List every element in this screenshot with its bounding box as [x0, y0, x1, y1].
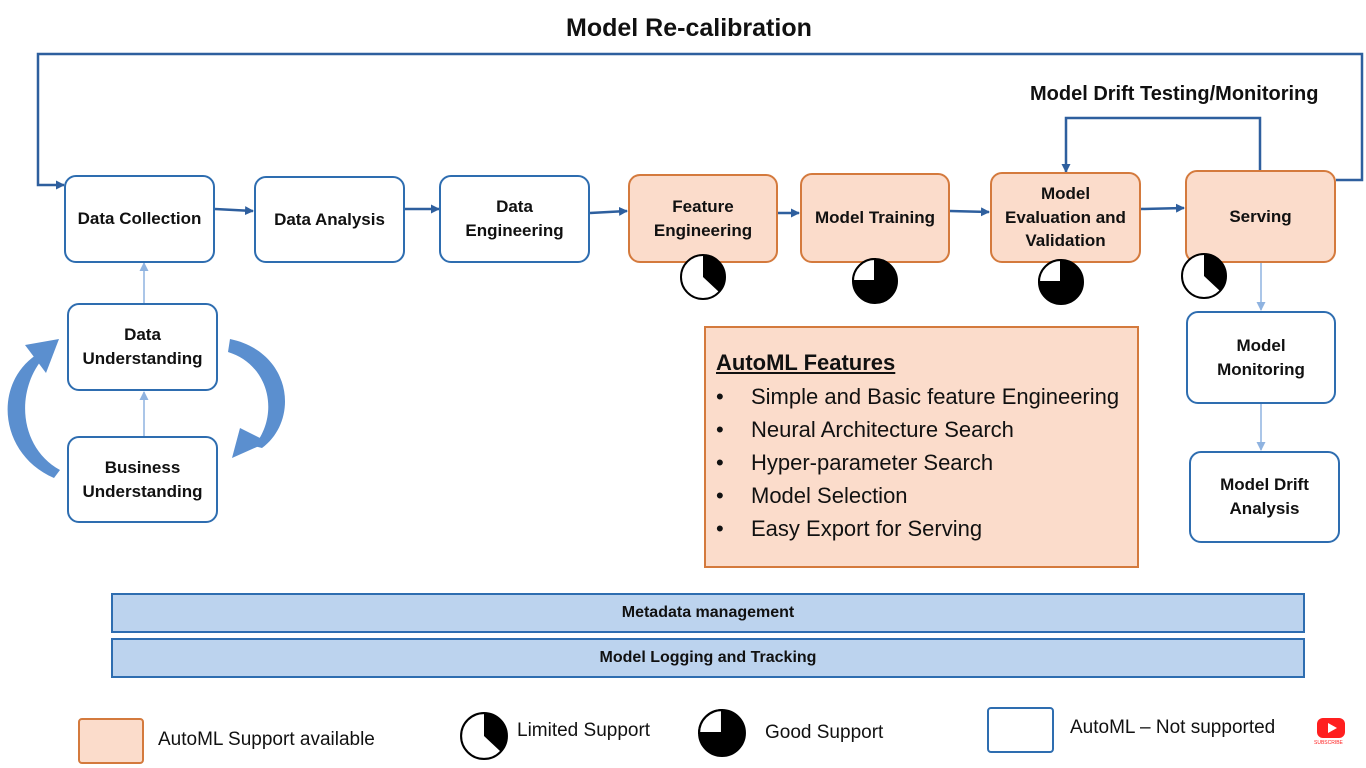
drift-monitoring-loop-line	[1061, 116, 1262, 173]
business-understanding-box: Business Understanding	[67, 436, 218, 523]
legend-good-support-label: Good Support	[765, 722, 884, 743]
legend-automl-available-label: AutoML Support available	[158, 729, 375, 750]
feature-item: Model Selection	[716, 479, 1127, 512]
model-monitoring-box: Model Monitoring	[1186, 311, 1336, 404]
arrow-engineering-to-feature	[589, 206, 628, 216]
good-support-icon	[851, 257, 898, 304]
model-logging-band: Model Logging and Tracking	[111, 638, 1305, 678]
automl-features-list: Simple and Basic feature Engineering Neu…	[716, 380, 1127, 545]
arrow-evaluation-to-serving	[1140, 203, 1185, 213]
youtube-subscribe-icon[interactable]	[1317, 718, 1345, 738]
feature-item: Hyper-parameter Search	[716, 446, 1127, 479]
model-training-box: Model Training	[800, 173, 950, 263]
feature-engineering-box: Feature Engineering	[628, 174, 778, 263]
limited-support-icon	[1181, 253, 1227, 299]
arrow-training-to-evaluation	[949, 207, 990, 217]
legend-automl-available-swatch	[78, 718, 144, 764]
data-collection-box: Data Collection	[64, 175, 215, 263]
arrow-collection-to-analysis	[214, 206, 254, 216]
automl-features-panel: AutoML Features Simple and Basic feature…	[704, 326, 1139, 568]
data-understanding-box: Data Understanding	[67, 303, 218, 391]
good-support-icon	[1037, 258, 1084, 305]
drift-monitoring-title: Model Drift Testing/Monitoring	[1030, 83, 1319, 105]
cycle-arrow-left-icon	[7, 339, 60, 478]
feature-item: Neural Architecture Search	[716, 413, 1127, 446]
recalibration-title: Model Re-calibration	[566, 14, 812, 42]
legend-not-supported-swatch	[987, 707, 1054, 753]
feature-item: Simple and Basic feature Engineering	[716, 380, 1127, 413]
feature-item: Easy Export for Serving	[716, 512, 1127, 545]
legend-good-support-icon	[698, 709, 746, 757]
model-drift-analysis-box: Model Drift Analysis	[1189, 451, 1340, 543]
limited-support-icon	[680, 254, 726, 300]
legend-limited-support-label: Limited Support	[517, 720, 651, 741]
cycle-arrow-right-icon	[228, 339, 286, 458]
model-evaluation-box: Model Evaluation and Validation	[990, 172, 1141, 263]
subscribe-watermark-label: SUBSCRIBE	[1314, 740, 1343, 746]
automl-features-title: AutoML Features	[716, 350, 896, 375]
legend-not-supported-label: AutoML – Not supported	[1070, 717, 1276, 738]
legend-limited-support-icon	[460, 712, 508, 760]
data-analysis-box: Data Analysis	[254, 176, 405, 263]
data-engineering-box: Data Engineering	[439, 175, 590, 263]
serving-box: Serving	[1185, 170, 1336, 263]
metadata-management-band: Metadata management	[111, 593, 1305, 633]
recalibration-loop-line	[36, 52, 1364, 190]
